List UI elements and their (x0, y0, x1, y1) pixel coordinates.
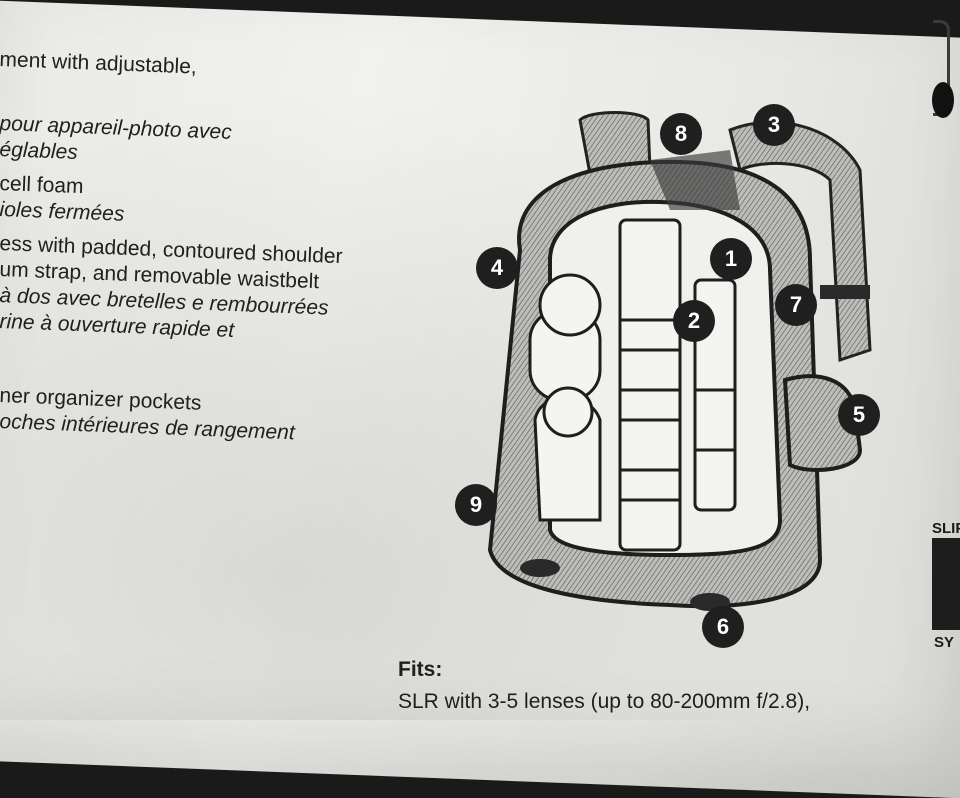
slipstream-logo: SLIP SY (928, 516, 960, 656)
fits-heading: Fits: (398, 658, 443, 681)
callout-4: 4 (476, 247, 518, 289)
binder-hole (932, 82, 954, 118)
backpack-drawing (487, 111, 872, 611)
text-line-fr: églables (0, 138, 79, 164)
callout-9: 9 (455, 484, 497, 526)
text-line-en: cell foam (0, 172, 84, 199)
callout-3: 3 (753, 104, 795, 146)
callout-6: 6 (702, 606, 744, 648)
callout-8: 8 (660, 113, 702, 155)
text-line-fr: ioles fermées (0, 198, 125, 226)
backpack-illustration (440, 90, 900, 670)
callout-7: 7 (775, 284, 817, 326)
logo-bottom-text: SY (934, 634, 955, 651)
fits-description: SLR with 3-5 lenses (up to 80-200mm f/2.… (398, 690, 811, 713)
callout-5: 5 (838, 394, 880, 436)
callout-1: 1 (710, 238, 752, 280)
callout-2: 2 (673, 300, 715, 342)
logo-mark (932, 538, 960, 630)
logo-top-text: SLIP (932, 520, 960, 537)
